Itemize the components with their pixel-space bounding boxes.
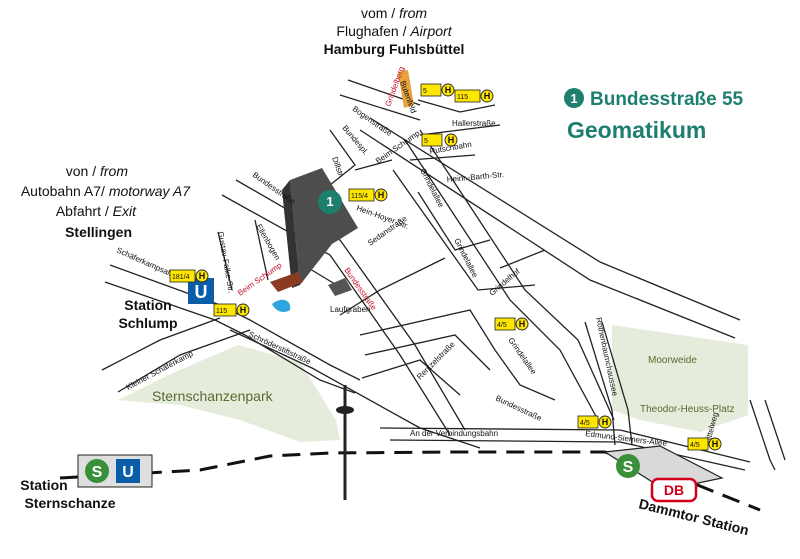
bus-stop-8: 4/5 H [577, 415, 612, 429]
pond [272, 299, 291, 312]
svg-text:5: 5 [424, 138, 428, 145]
park-moorweide: Moorweide [648, 355, 697, 366]
destination-name: Geomatikum [567, 117, 706, 143]
bus-stop-6: 115 H [213, 303, 250, 317]
bus-stop-9: 4/5 H [687, 437, 722, 451]
svg-text:H: H [199, 271, 206, 281]
svg-text:Hallerstraße: Hallerstraße [452, 119, 496, 128]
svg-text:Ellenbogen: Ellenbogen [254, 223, 282, 262]
svg-text:181/4: 181/4 [172, 274, 190, 281]
svg-text:H: H [448, 135, 455, 145]
moorweide-area [612, 325, 748, 432]
svg-text:H: H [484, 91, 491, 101]
station-dammtor-label: Dammtor Station [637, 495, 750, 538]
station-schlump-label-2: Schlump [118, 315, 177, 331]
svg-text:4/5: 4/5 [497, 322, 507, 329]
dammtor-sbahn-icon: S [623, 459, 634, 476]
dammtor-station-icon: S DB [603, 445, 724, 503]
svg-text:Laufgraben: Laufgraben [330, 305, 370, 314]
svg-text:Abfahrt / Exit: Abfahrt / Exit [56, 203, 137, 219]
destination-address: Bundesstraße 55 [590, 89, 744, 110]
svg-text:H: H [519, 319, 526, 329]
sternschanzenpark-area [118, 345, 340, 442]
station-schlump-label-1: Station [124, 297, 171, 313]
ubahn-icon: U [122, 464, 134, 481]
bus-stop-5: 181/4 H [169, 269, 209, 283]
svg-text:H: H [712, 439, 719, 449]
svg-text:Grindelallee: Grindelallee [418, 167, 446, 210]
road-network [101, 79, 786, 471]
building-grey [328, 278, 352, 296]
station-sternschanze-label-1: Station [20, 477, 67, 493]
park-sternschanzenpark: Sternschanzenpark [152, 388, 274, 404]
svg-text:Heinr.-Barth-Str.: Heinr.-Barth-Str. [446, 170, 504, 184]
svg-text:H: H [378, 190, 385, 200]
building-orange [398, 70, 414, 108]
svg-text:Gustav-Falke-Str.: Gustav-Falke-Str. [216, 231, 236, 294]
sbahn-icon: S [92, 464, 103, 481]
motorway-label: von / from Autobahn A7/ motorway A7 Abfa… [21, 163, 191, 240]
svg-text:Hamburg Fuhlsbüttel: Hamburg Fuhlsbüttel [324, 41, 465, 57]
svg-text:H: H [240, 305, 247, 315]
airport-label: vom / from Flughafen / Airport Hamburg F… [324, 5, 465, 57]
park-theodor-heuss-platz: Theodor-Heuss-Platz [640, 404, 734, 415]
building-brown [270, 272, 303, 292]
svg-text:5: 5 [423, 88, 427, 95]
bus-stop-7: 4/5 H [494, 317, 529, 331]
svg-text:115: 115 [216, 308, 227, 315]
svg-text:Flughafen / Airport: Flughafen / Airport [336, 23, 452, 39]
svg-text:4/5: 4/5 [580, 420, 590, 427]
sternschanze-station-icon: S U [77, 454, 153, 488]
bus-stop-2: 115 H [454, 89, 494, 103]
svg-text:H: H [445, 85, 452, 95]
svg-text:115/4: 115/4 [351, 193, 368, 200]
tv-tower-icon [336, 385, 354, 500]
svg-text:Stellingen: Stellingen [65, 224, 132, 240]
title-marker [564, 88, 584, 108]
svg-text:4/5: 4/5 [690, 442, 700, 449]
svg-text:Butenfeld: Butenfeld [398, 80, 418, 115]
bus-stop-1: 5 H [420, 83, 455, 97]
bus-stop-4: 115/4 H [348, 188, 388, 202]
svg-text:An der Verbindungsbahn: An der Verbindungsbahn [410, 429, 498, 438]
svg-text:U: U [195, 282, 208, 302]
svg-text:vom / from: vom / from [361, 5, 427, 21]
title-marker-number: 1 [570, 91, 577, 106]
svg-text:Dillstr.: Dillstr. [330, 156, 346, 180]
destination-marker: 1 [326, 194, 333, 209]
svg-text:H: H [602, 417, 609, 427]
station-sternschanze-label-2: Sternschanze [24, 495, 115, 511]
db-logo: DB [664, 482, 684, 498]
svg-text:Beim Schlump: Beim Schlump [236, 260, 284, 297]
svg-text:Bundesstraße: Bundesstraße [494, 394, 543, 423]
svg-text:115: 115 [457, 94, 468, 101]
bus-stop-3: 5 H [421, 133, 458, 147]
geomatikum-building: 1 [282, 168, 358, 288]
svg-text:von / from: von / from [66, 163, 129, 179]
svg-text:Autobahn A7/ motorway A7: Autobahn A7/ motorway A7 [21, 183, 191, 199]
svg-text:Grindelallee: Grindelallee [506, 336, 538, 377]
